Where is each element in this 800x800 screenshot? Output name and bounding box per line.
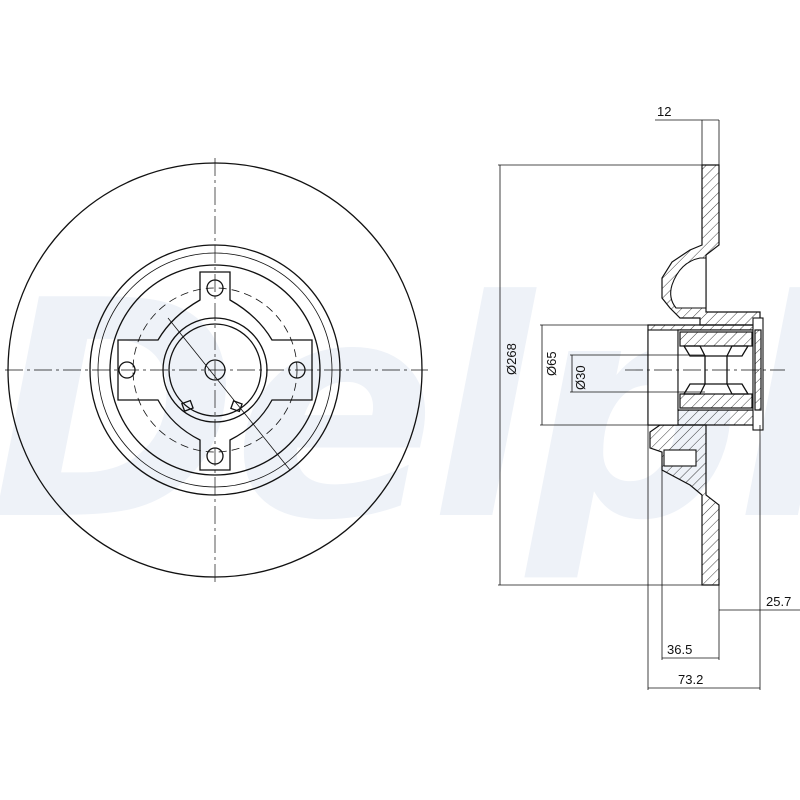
dim-outer-diameter: Ø268 [504,343,519,375]
dimensions: 12 Ø268 Ø65 Ø30 25.7 36.5 73.2 [498,104,800,689]
dim-centering-diameter: Ø65 [544,351,559,376]
bearing-outer-race-bottom [679,393,753,409]
bearing-roller [725,345,750,357]
locating-tab [230,400,243,413]
front-view [5,158,428,582]
lower-slot [663,449,697,467]
dim-disc-thickness: 12 [657,104,671,119]
hub-bore-face [647,329,679,426]
section-view [625,120,785,690]
dim-overall-height: 73.2 [678,672,703,687]
hub-flange [117,271,313,471]
dim-offset-b: 36.5 [667,642,692,657]
bearing-roller [725,383,750,395]
locating-tab [181,399,194,412]
section-reference-line [167,317,291,471]
hat-cavity [670,257,707,309]
bearing-outer-race-top [679,331,753,347]
dim-bore-diameter: Ø30 [573,365,588,390]
dim-offset-a: 25.7 [766,594,791,609]
